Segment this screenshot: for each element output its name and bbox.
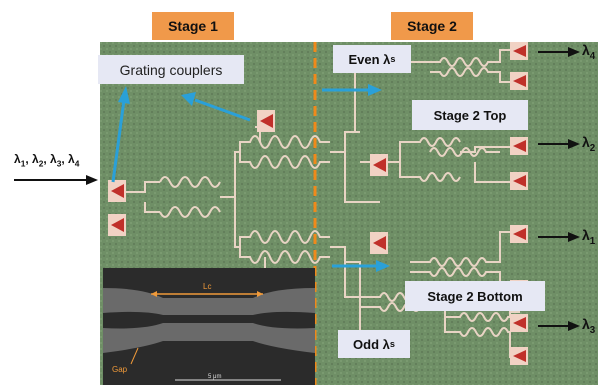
- arrow-to-grating-upper: [195, 100, 250, 120]
- output-lambda: λ: [582, 227, 590, 243]
- output-lambda-sub: 4: [590, 51, 595, 62]
- input-wavelengths-label: λ1, λ2, λ3, λ4: [14, 152, 79, 168]
- arrow-to-grating-left: [113, 100, 124, 182]
- input-lambda-2: , λ: [25, 152, 38, 166]
- output-lambda-sub: 3: [590, 325, 595, 336]
- input-lambda-4: , λ: [61, 152, 74, 166]
- output-lambda-sub: 1: [590, 236, 595, 247]
- output-label-4: λ3: [582, 316, 595, 336]
- output-label-3: λ1: [582, 227, 595, 247]
- output-lambda-sub: 2: [590, 143, 595, 154]
- output-lambda: λ: [582, 316, 590, 332]
- input-lambda-3: , λ: [43, 152, 56, 166]
- input-lambda-4-sub: 4: [75, 158, 80, 168]
- input-lambda-1: λ: [14, 152, 21, 166]
- output-lambda: λ: [582, 42, 590, 58]
- output-label-2: λ2: [582, 134, 595, 154]
- output-lambda: λ: [582, 134, 590, 150]
- output-label-1: λ4: [582, 42, 595, 62]
